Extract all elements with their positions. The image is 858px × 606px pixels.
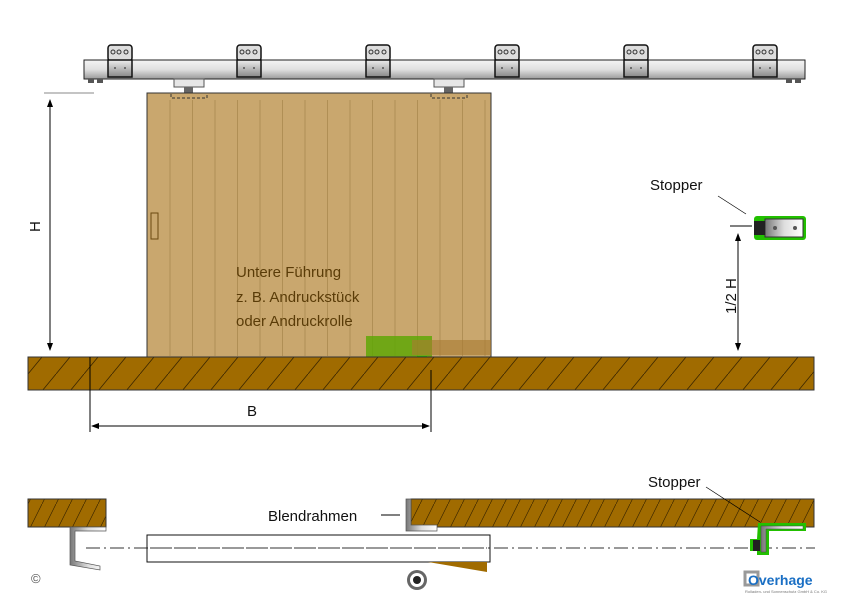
door-hangers (173, 78, 465, 94)
sliding-door: Untere Führung z. B. Andruckstück oder A… (146, 92, 492, 358)
height-dimension (44, 92, 94, 351)
overhage-logo: Overhage Rolladen- und Sonnenschutz GmbH… (743, 570, 827, 594)
width-dimension (89, 357, 432, 432)
floor-section (27, 356, 815, 391)
width-label: B (247, 403, 257, 420)
roller-carriage (623, 44, 649, 78)
copyright-symbol: © (31, 571, 41, 586)
plan-view (27, 486, 815, 590)
door-text-line-1: Untere Führung (236, 264, 341, 281)
roller-carriages (107, 44, 778, 78)
stopper-label-top: Stopper (650, 177, 703, 194)
door-text-line-3: oder Andruckrolle (236, 313, 353, 330)
door-text-line-2: z. B. Andruckstück (236, 289, 360, 306)
door-handle (150, 212, 159, 240)
stopper-top (754, 216, 806, 240)
roller-carriage (236, 44, 262, 78)
logo-subtitle: Rolladen- und Sonnenschutz GmbH & Co. KG (745, 589, 827, 594)
floor-guide (366, 336, 491, 371)
frame-label: Blendrahmen (268, 508, 357, 525)
roller-carriage (107, 44, 133, 78)
half-height-label: 1/2 H (723, 278, 740, 314)
roller-carriage (494, 44, 520, 78)
roller-carriage (752, 44, 778, 78)
stopper-label-bottom: Stopper (648, 474, 701, 491)
roller-carriage (365, 44, 391, 78)
half-height-dimension (730, 225, 752, 351)
height-label: H (27, 221, 44, 232)
logo-name: Overhage (748, 572, 813, 588)
